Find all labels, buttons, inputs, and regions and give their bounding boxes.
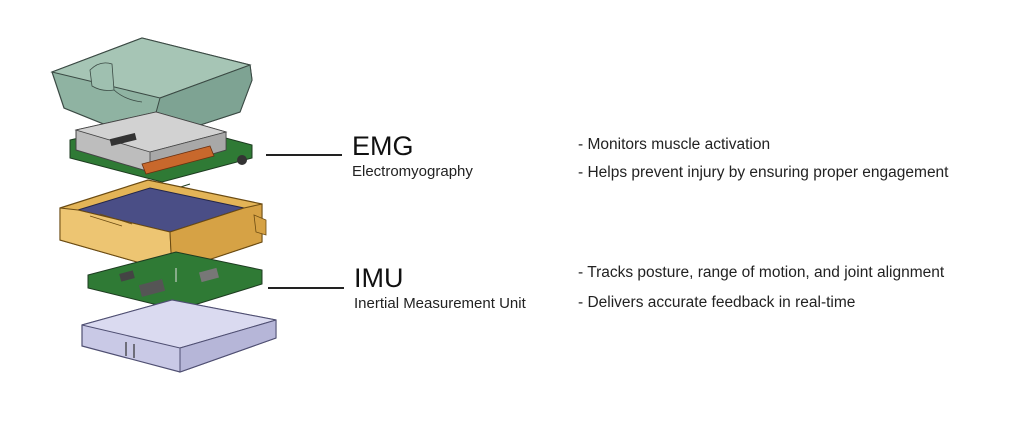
emg-point-1: - Monitors muscle activation <box>578 136 771 153</box>
imu-full-name: Inertial Measurement Unit <box>354 295 526 312</box>
emg-module <box>69 111 253 193</box>
emg-full-name: Electromyography <box>352 163 473 180</box>
top-cover <box>50 37 253 143</box>
emg-point-2: - Helps prevent injury by ensuring prope… <box>578 164 949 181</box>
imu-board <box>87 251 263 311</box>
imu-point-1: - Tracks posture, range of motion, and j… <box>578 264 945 281</box>
exploded-device-illustration <box>50 37 277 373</box>
imu-point-2: - Delivers accurate feedback in real-tim… <box>578 294 856 311</box>
emg-leader-line <box>266 154 342 156</box>
middle-shell <box>59 179 267 273</box>
imu-leader-line <box>268 287 344 289</box>
emg-label: EMG <box>352 131 414 161</box>
imu-label: IMU <box>354 263 404 293</box>
bottom-shell <box>81 299 277 373</box>
